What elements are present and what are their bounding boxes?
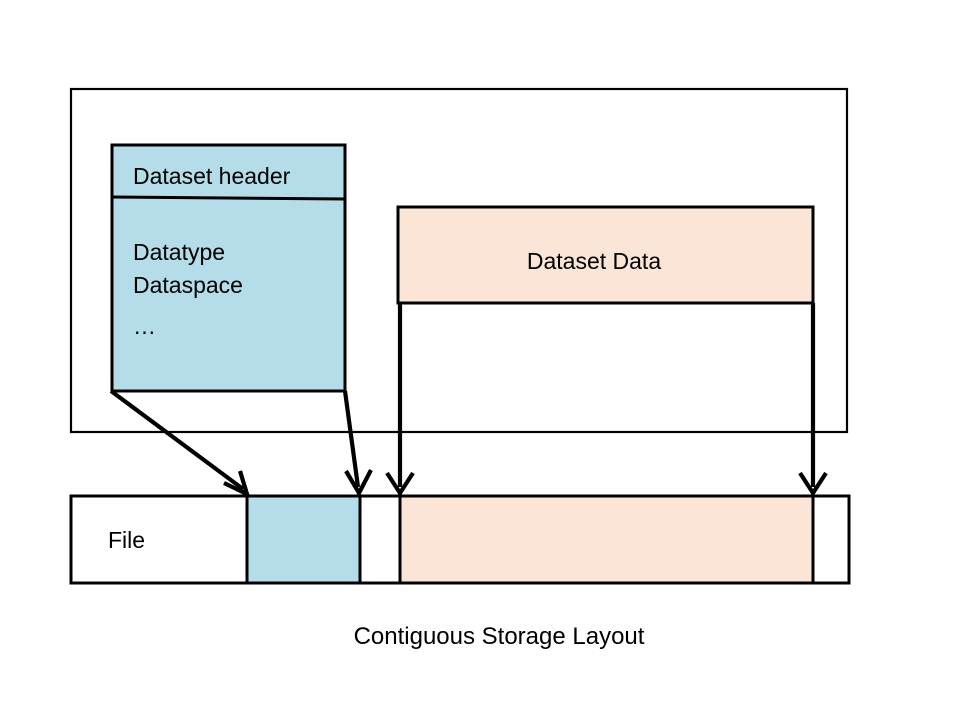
- dataset-header-divider: [111, 195, 346, 201]
- dataset-header-line-datatype: Datatype: [133, 239, 225, 265]
- diagram-caption: Contiguous Storage Layout: [354, 623, 645, 650]
- dataset-header-title: Dataset header: [133, 163, 291, 189]
- dataset-logical-container: [69, 87, 849, 434]
- header-right-connector-line: [342, 390, 361, 488]
- data-left-connector-arrowhead: [385, 471, 415, 497]
- header-left-connector-arrowhead: [223, 470, 251, 498]
- dataset-header-box: [110, 143, 347, 393]
- file-bar-label: File: [108, 527, 145, 553]
- dataset-data-label: Dataset Data: [527, 248, 661, 274]
- dataset-data-box: [396, 205, 815, 305]
- header-right-connector-arrowhead: [344, 469, 373, 498]
- dataset-header-line-dataspace: Dataspace: [133, 272, 243, 298]
- data-right-connector-arrowhead: [798, 471, 828, 497]
- file-segment-header-block: [245, 494, 362, 585]
- file-segment-data-block: [398, 494, 815, 585]
- header-left-connector-line: [109, 389, 245, 491]
- dataset-header-line-ellipsis: …: [133, 313, 157, 339]
